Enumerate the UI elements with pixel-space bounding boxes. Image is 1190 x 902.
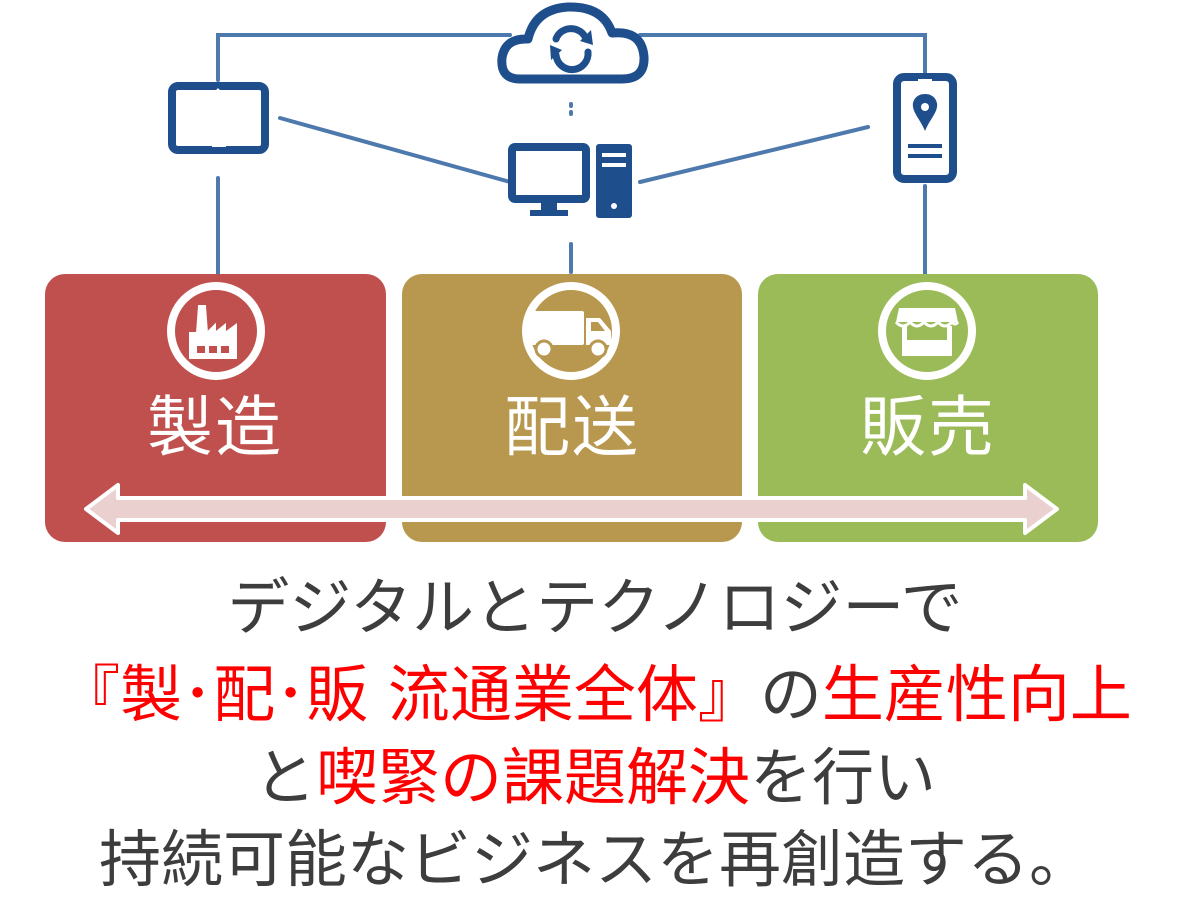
smartphone-location-icon — [893, 73, 957, 183]
supply-chain-diagram — [45, 2, 1098, 542]
manufacturing-box — [45, 274, 386, 542]
desktop-computer-icon — [508, 143, 632, 218]
sales-box — [758, 274, 1098, 542]
message-line-2: 『製･配･販 流通業全体』の生産性向上 — [0, 655, 1190, 735]
phrase-perform: を行い — [750, 741, 937, 814]
network-lines — [216, 33, 927, 278]
highlight-urgent-issues: 喫緊の課題解決 — [315, 741, 750, 814]
delivery-box — [402, 274, 742, 542]
shop-icon — [878, 282, 976, 380]
cloud-to-tablet-line — [216, 33, 512, 82]
stage-label-manufacturing: 製造 — [147, 389, 283, 466]
stage-label-sales: 販売 — [860, 389, 996, 466]
phone-to-desktop-line — [638, 125, 870, 184]
tablet-to-desktop-line — [278, 116, 512, 184]
cloud-sync-icon — [497, 2, 649, 84]
truck-icon — [522, 282, 620, 380]
message-line-4: 持続可能なビジネスを再創造する。 — [98, 823, 1091, 896]
double-arrow — [84, 483, 1059, 535]
stage-label-delivery: 配送 — [504, 389, 640, 466]
message-line-1: デジタルとテクノロジーで — [227, 571, 963, 644]
particle-to: と — [253, 741, 316, 814]
tablet-icon — [168, 82, 269, 154]
factory-icon — [167, 282, 265, 380]
highlight-productivity: 生産性向上 — [821, 658, 1132, 731]
highlight-distribution: 『製･配･販 流通業全体』 — [58, 658, 760, 731]
message-line-3: と喫緊の課題解決を行い — [0, 738, 1190, 818]
particle-no: の — [759, 658, 822, 731]
cloud-to-phone-line — [638, 33, 927, 74]
